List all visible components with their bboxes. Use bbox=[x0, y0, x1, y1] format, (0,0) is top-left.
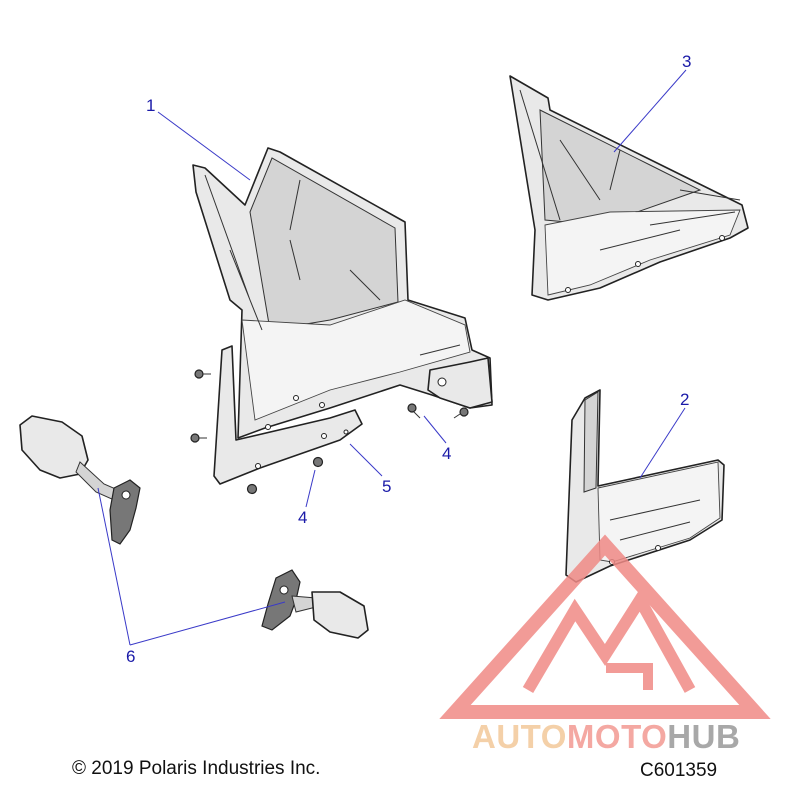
fastener-icon bbox=[407, 403, 421, 419]
fastener-icon bbox=[453, 407, 469, 419]
watermark-text: AUTOMOTOHUB bbox=[472, 718, 740, 755]
callout-5: 5 bbox=[382, 477, 391, 496]
watermark-logo: AUTOMOTOHUB bbox=[439, 534, 771, 755]
fastener-icon bbox=[190, 433, 207, 443]
callouts: 1 3 2 4 4 5 6 bbox=[126, 52, 691, 666]
part-6-mirror-left bbox=[19, 415, 141, 545]
part-2-lower-panel bbox=[565, 389, 725, 583]
callout-1: 1 bbox=[146, 96, 155, 115]
watermark-moto: MOTO bbox=[567, 718, 667, 755]
leader-lines bbox=[97, 69, 687, 646]
fastener-icon bbox=[312, 456, 324, 468]
watermark-hub: HUB bbox=[667, 718, 740, 755]
part-5-lower-trim bbox=[213, 345, 363, 485]
part-6-mirror-right bbox=[261, 569, 369, 639]
fastener-icon bbox=[246, 483, 258, 495]
part-4-fasteners bbox=[190, 369, 469, 495]
part-1-side-panel bbox=[192, 147, 493, 439]
drawing-number: C601359 bbox=[640, 760, 718, 781]
fastener-icon bbox=[194, 369, 211, 379]
callout-2: 2 bbox=[680, 390, 689, 409]
callout-4: 4 bbox=[298, 508, 307, 527]
watermark-auto: AUTO bbox=[472, 718, 567, 755]
copyright-text: © 2019 Polaris Industries Inc. bbox=[72, 758, 321, 779]
callout-3: 3 bbox=[682, 52, 691, 71]
callout-4: 4 bbox=[442, 444, 451, 463]
callout-6: 6 bbox=[126, 647, 135, 666]
part-3-upper-panel bbox=[509, 75, 749, 301]
